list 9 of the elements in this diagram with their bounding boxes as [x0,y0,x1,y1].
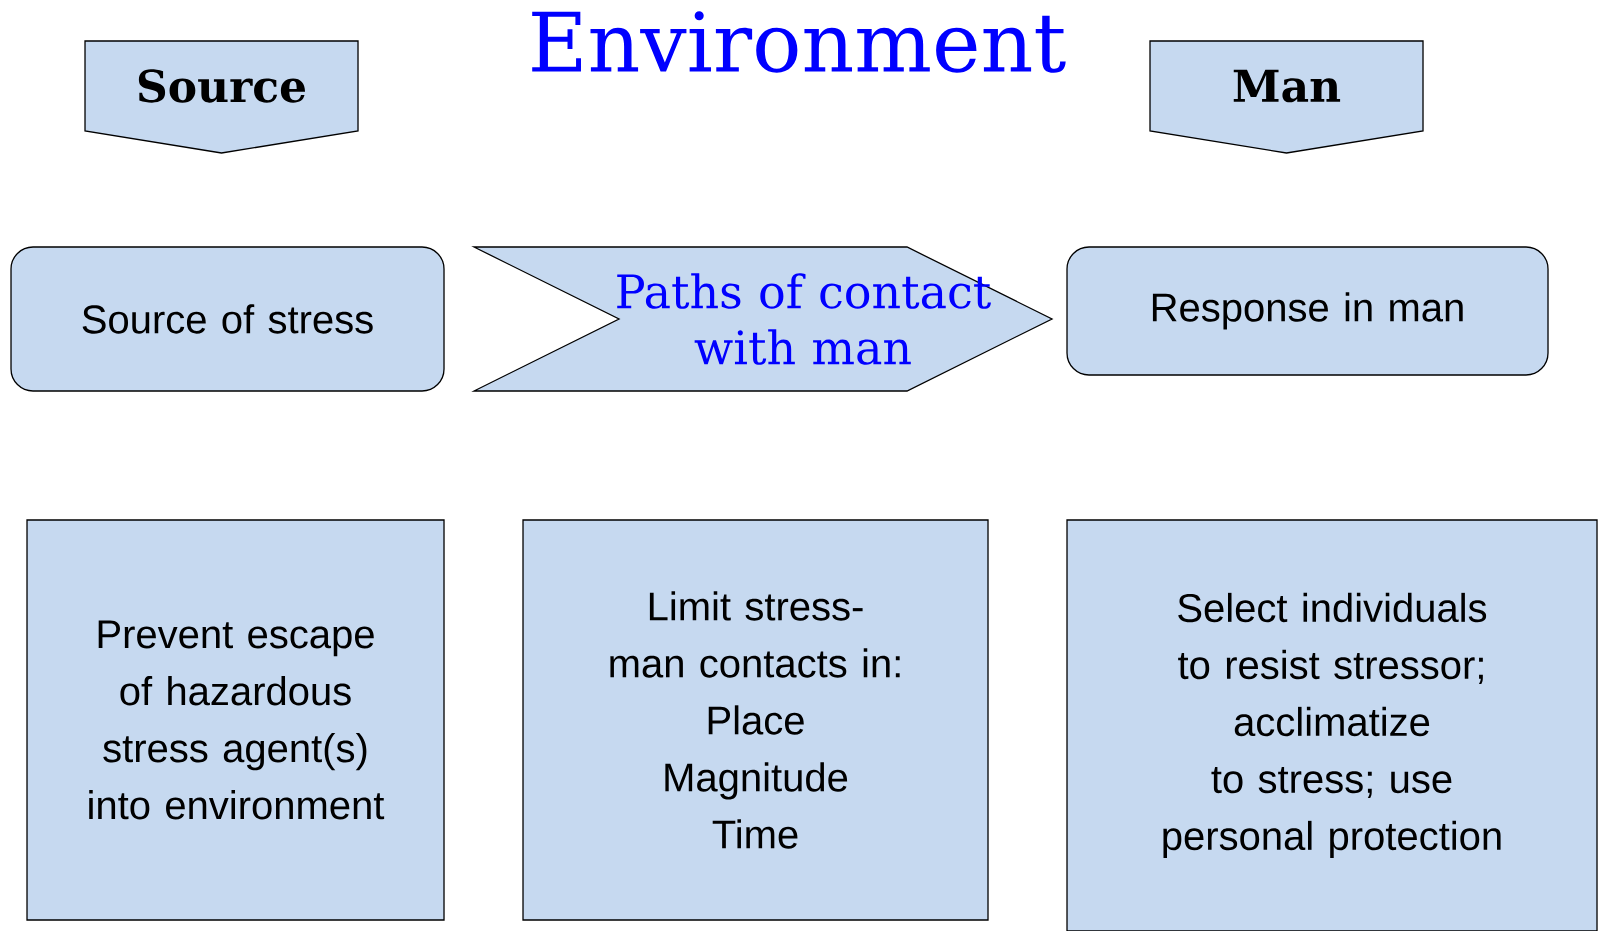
header-pentagon: Man [1149,40,1424,154]
title: Environment [532,11,1066,73]
process-box: Response in man [1066,246,1549,376]
action-box: Prevent escape of hazardous stress agent(s) into environment [26,519,445,921]
action-box: Select individuals to resist stressor; acclimatize to stress; use personal protection [1066,519,1598,931]
action-box: Limit stress-man contacts in: Place Magnitude Time [522,519,989,921]
chevron-box: Paths of contact with man [471,246,1054,392]
process-box: Source of stress [10,246,445,392]
header-pentagon: Source [84,40,359,154]
